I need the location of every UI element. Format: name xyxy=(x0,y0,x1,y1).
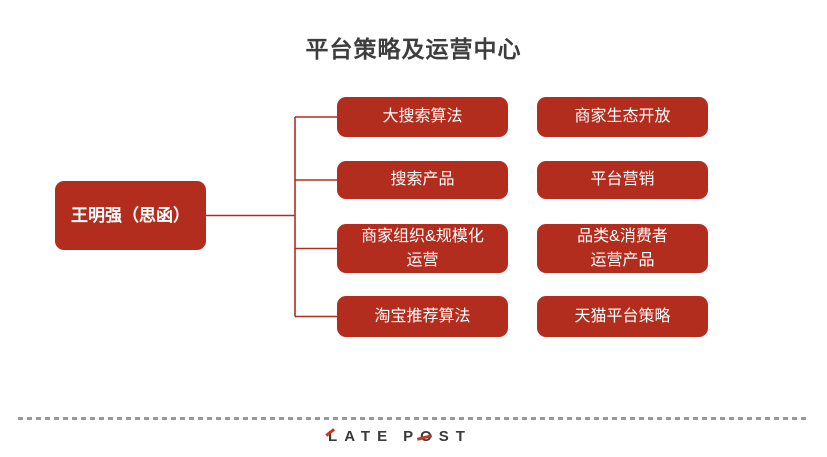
dept-node-label: 搜索产品 xyxy=(390,171,455,188)
root-node-label: 王明强（思函） xyxy=(71,205,190,225)
latepost-logo: LATE POST xyxy=(0,428,800,445)
dept-node-search-product: 搜索产品 xyxy=(337,161,508,199)
logo-letter-l: L xyxy=(328,428,345,445)
dept-node-label: 商家生态开放 xyxy=(574,108,671,125)
dept-node-search-algorithm: 大搜索算法 xyxy=(337,97,508,137)
dept-node-label: 天猫平台策略 xyxy=(574,307,671,325)
root-node: 王明强（思函） xyxy=(55,181,206,250)
dept-node-label: 平台营销 xyxy=(590,171,655,188)
logo-letter-o: O xyxy=(420,428,439,445)
dept-node-label: 商家组织&规模化 运营 xyxy=(361,227,484,269)
dept-node-label: 品类&消费者 运营产品 xyxy=(577,227,668,269)
dept-node-merchant-org: 商家组织&规模化 运营 xyxy=(337,224,508,273)
dept-node-taobao-recommendation: 淘宝推荐算法 xyxy=(337,296,508,337)
dept-node-tmall-strategy: 天猫平台策略 xyxy=(537,296,708,337)
dept-node-platform-marketing: 平台营销 xyxy=(537,161,708,199)
dashed-divider xyxy=(18,417,807,420)
dept-node-category-consumer: 品类&消费者 运营产品 xyxy=(537,224,708,273)
dept-node-label: 淘宝推荐算法 xyxy=(374,307,471,325)
logo-letters-st: ST xyxy=(438,428,472,445)
page-title: 平台策略及运营中心 xyxy=(305,36,522,62)
dept-node-label: 大搜索算法 xyxy=(382,108,463,125)
logo-letters-ate: ATE xyxy=(344,428,395,445)
logo-letter-p: P xyxy=(403,428,421,445)
dept-node-merchant-ecosystem: 商家生态开放 xyxy=(537,97,708,137)
